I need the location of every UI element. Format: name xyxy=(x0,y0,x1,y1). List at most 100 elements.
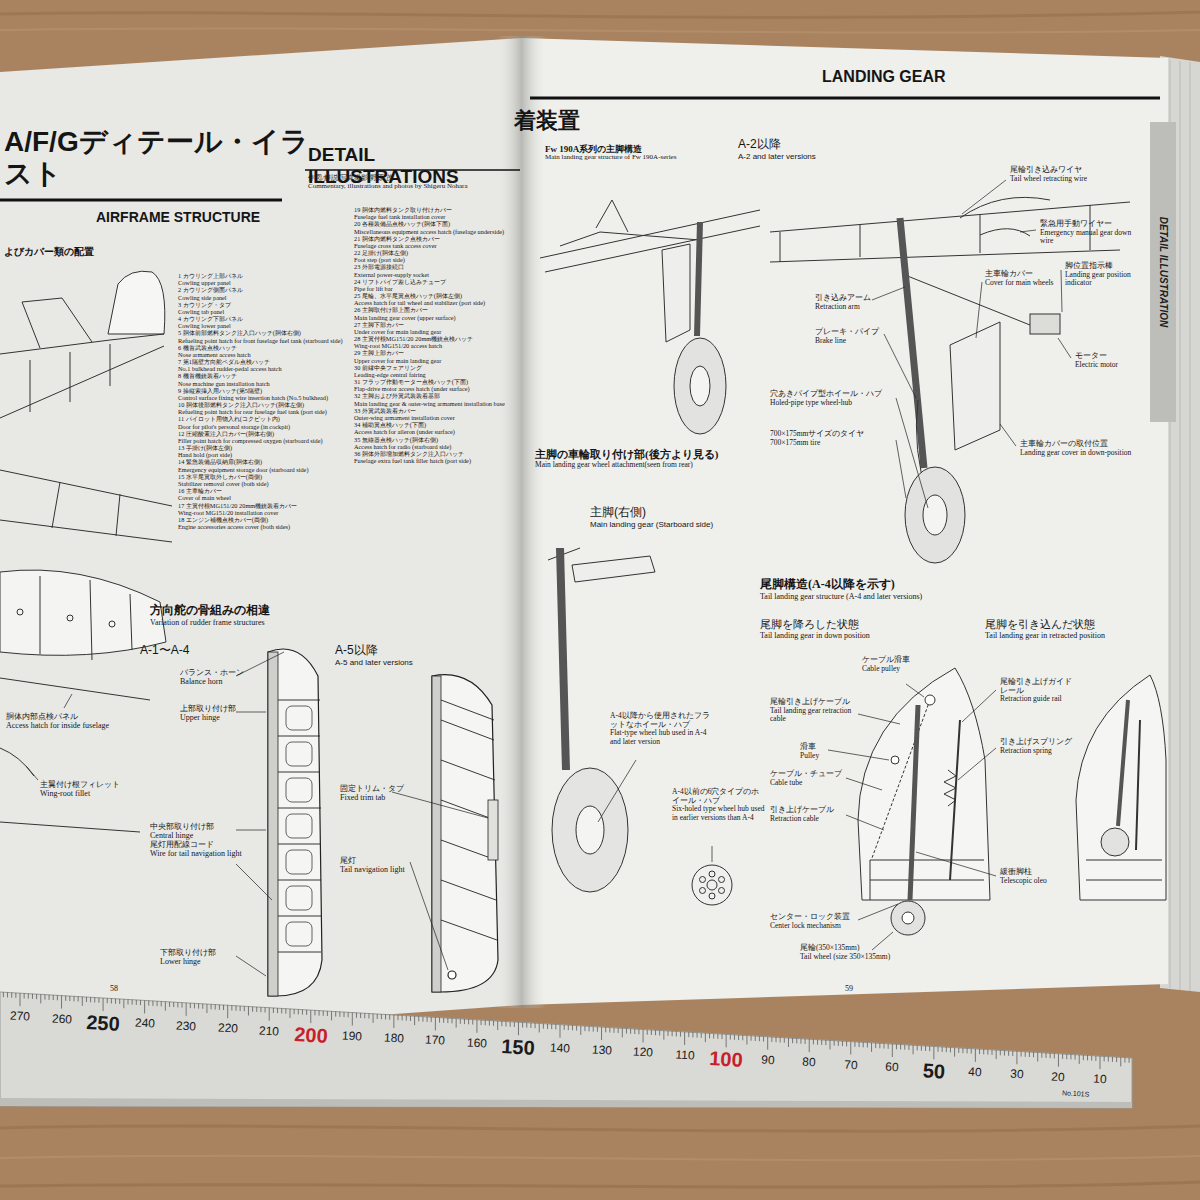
part-label: Main landing gear structure of Fw 190A-s… xyxy=(545,154,730,162)
ruler-tick xyxy=(813,1039,814,1044)
part-label: 31 フラップ作動モーター点検ハッチ(下面) xyxy=(354,378,522,385)
ruler-tick xyxy=(1050,1053,1051,1058)
tail-gear-retracted xyxy=(1136,720,1140,850)
ruler-tick xyxy=(273,1008,274,1013)
leader-lines xyxy=(392,792,488,818)
main-gear-side-view xyxy=(700,888,706,894)
ruler-tick xyxy=(111,998,112,1003)
ruler-tick xyxy=(597,1027,598,1032)
ruler-tick xyxy=(90,997,91,1002)
part-label: 35 無線器点検ハッチ(胴体右側) xyxy=(354,436,522,443)
part-label: 29 主脚上部カバー xyxy=(354,349,522,356)
ruler-tick xyxy=(36,994,37,999)
part-label: 上部取り付け部 xyxy=(180,704,262,713)
ruler-tick xyxy=(983,1049,984,1054)
ruler-tick xyxy=(1129,1058,1130,1063)
main-gear-front-view xyxy=(674,338,726,434)
airframe-drawing xyxy=(0,334,164,418)
part-label: Fuselage extra fuel tank filler hatch (p… xyxy=(354,457,522,464)
part-label: Cable pulley xyxy=(862,665,934,674)
main-gear-front-view xyxy=(596,200,628,232)
part-label: 17 主翼付根MG151/20 20mm機銃装着カバー xyxy=(178,502,350,509)
part-label: Hand hold (port side) xyxy=(178,451,350,458)
rudder-frame-a5 xyxy=(488,800,498,860)
wood-table xyxy=(0,28,1200,32)
ruler-tick xyxy=(996,1050,997,1059)
ruler-tick xyxy=(979,1049,980,1054)
part-label: Holed-pipe type wheel-hub xyxy=(770,399,892,408)
label-group: 下部取り付け部Lower hinge xyxy=(160,948,255,966)
part-label: Commentary, illustrations and photos by … xyxy=(308,183,513,191)
header-rules xyxy=(0,199,282,202)
ruler-tick xyxy=(94,998,95,1003)
main-gear-a2-view xyxy=(905,467,965,563)
part-label: Stabilizer removal cover (both side) xyxy=(178,480,350,487)
part-label: Lower hinge xyxy=(160,957,255,966)
part-label: 脚位置指示棒 xyxy=(1065,262,1145,271)
part-label: Wing-root fillet xyxy=(40,789,150,798)
part-label: 18 エンジン補機点検カバー(両側) xyxy=(178,516,350,523)
ruler-tick xyxy=(3,992,4,997)
part-label: Tail landing gear retraction cable xyxy=(770,707,855,724)
ruler-number: 160 xyxy=(467,1036,488,1049)
main-gear-front-view xyxy=(697,222,700,336)
part-label: A-1〜A-4 xyxy=(140,644,250,658)
leader-lines xyxy=(1020,230,1036,232)
label-group: A-4以降から使用されたフラットなホイール・ハブFlat-type wheel … xyxy=(610,712,710,746)
ruler-tick xyxy=(776,1037,777,1042)
ruler-number: 260 xyxy=(51,1012,72,1025)
ruler-tick xyxy=(506,1022,507,1027)
ruler-tick xyxy=(123,999,124,1008)
ruler-tick xyxy=(792,1038,793,1043)
ruler-tick xyxy=(896,1044,897,1049)
ruler-number: 270 xyxy=(10,1010,31,1023)
ruler-tick xyxy=(98,998,99,1003)
ruler-tick xyxy=(709,1033,710,1038)
ruler-tick xyxy=(281,1008,282,1013)
ruler-tick xyxy=(692,1032,693,1037)
airframe-drawing xyxy=(0,748,34,776)
part-label: Electric motor xyxy=(1075,361,1145,370)
ruler-tick xyxy=(32,994,33,999)
ruler-tick xyxy=(393,1015,394,1028)
leader-lines xyxy=(64,694,72,708)
ruler-number: 70 xyxy=(844,1058,858,1071)
header-rules xyxy=(530,97,1160,100)
main-gear-a2-view xyxy=(1030,314,1060,334)
tail-gear-down xyxy=(872,700,930,858)
main-gear-side-view xyxy=(552,768,628,892)
ruler-tick xyxy=(107,998,108,1003)
ruler-number: 20 xyxy=(1051,1070,1065,1083)
ruler-tick xyxy=(252,1007,253,1012)
airframe-drawing xyxy=(0,678,150,700)
ruler-tick xyxy=(817,1040,818,1045)
label-group: 上部取り付け部Upper hinge xyxy=(180,704,262,722)
main-gear-front-view xyxy=(540,210,760,272)
ruler-tick xyxy=(530,1023,531,1028)
main-gear-side-view xyxy=(700,877,706,883)
ruler-maker-mark: No.101S xyxy=(1062,1089,1090,1098)
ruler-tick xyxy=(485,1020,486,1025)
ruler-tick xyxy=(946,1047,947,1052)
ruler-tick xyxy=(834,1041,835,1046)
tail-gear-down xyxy=(858,668,990,900)
label-group: LANDING GEAR xyxy=(822,68,1042,86)
ruler-tick xyxy=(489,1021,490,1026)
ruler-tick xyxy=(913,1045,914,1054)
ruler-tick xyxy=(1025,1052,1026,1057)
part-label: 58 xyxy=(110,984,140,993)
ruler-tick xyxy=(53,995,54,1000)
tail-gear-retracted xyxy=(1086,860,1162,880)
ruler-tick xyxy=(215,1005,216,1010)
ruler-tick xyxy=(746,1036,747,1045)
ruler-tick xyxy=(755,1036,756,1041)
book-pages xyxy=(498,36,546,1008)
ruler-tick xyxy=(510,1022,511,1027)
ruler-tick xyxy=(132,1000,133,1005)
ruler-tick xyxy=(115,999,116,1004)
label-group: 主車輪カバーCover for main wheels xyxy=(985,270,1067,287)
heading-text: AIRFRAME STRUCTURE xyxy=(96,210,316,226)
ruler-tick xyxy=(464,1019,465,1024)
ruler-tick xyxy=(859,1042,860,1047)
